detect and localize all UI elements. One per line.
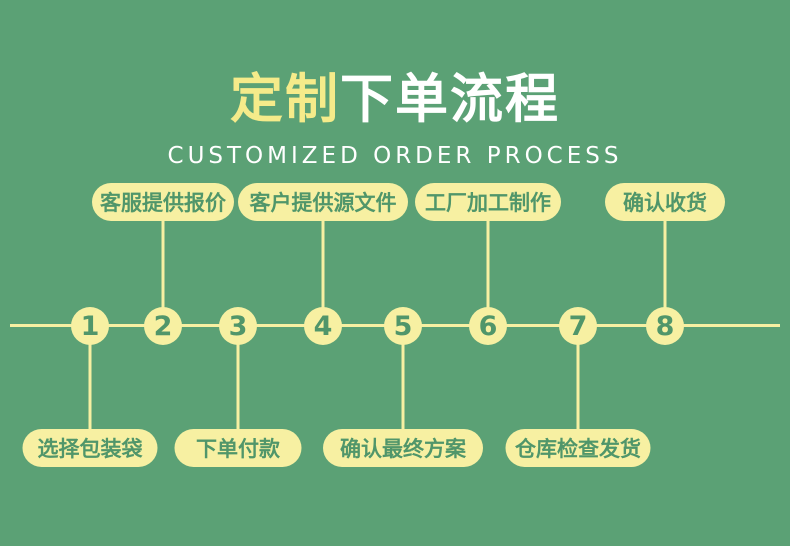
- step-label-pill: 工厂加工制作: [415, 183, 561, 221]
- page-title: 定制下单流程: [0, 69, 790, 131]
- step-label-pill: 确认最终方案: [323, 429, 483, 467]
- step-number-circle: 8: [646, 307, 684, 345]
- step-label-pill: 确认收货: [605, 183, 725, 221]
- step-label-pill: 仓库检查发货: [505, 429, 651, 467]
- step-connector: [401, 344, 405, 430]
- step-number-circle: 1: [71, 307, 109, 345]
- step-connector: [236, 344, 240, 430]
- step-label-pill: 选择包装袋: [22, 429, 158, 467]
- step-connector: [663, 221, 667, 309]
- step-connector: [88, 344, 92, 430]
- step-label-pill: 下单付款: [174, 429, 302, 467]
- title-rest-text: 下单流程: [340, 69, 560, 130]
- step-label-pill: 客服提供报价: [92, 183, 234, 221]
- page-subtitle: CUSTOMIZED ORDER PROCESS: [167, 143, 623, 169]
- step-number-circle: 3: [219, 307, 257, 345]
- step-connector: [161, 221, 165, 309]
- step-number-circle: 7: [559, 307, 597, 345]
- step-connector: [576, 344, 580, 430]
- step-number-circle: 6: [469, 307, 507, 345]
- step-label-pill: 客户提供源文件: [238, 183, 408, 221]
- step-connector: [486, 221, 490, 309]
- step-connector: [321, 221, 325, 309]
- step-number-circle: 5: [384, 307, 422, 345]
- title-accent-text: 定制: [230, 69, 340, 130]
- step-number-circle: 4: [304, 307, 342, 345]
- step-number-circle: 2: [144, 307, 182, 345]
